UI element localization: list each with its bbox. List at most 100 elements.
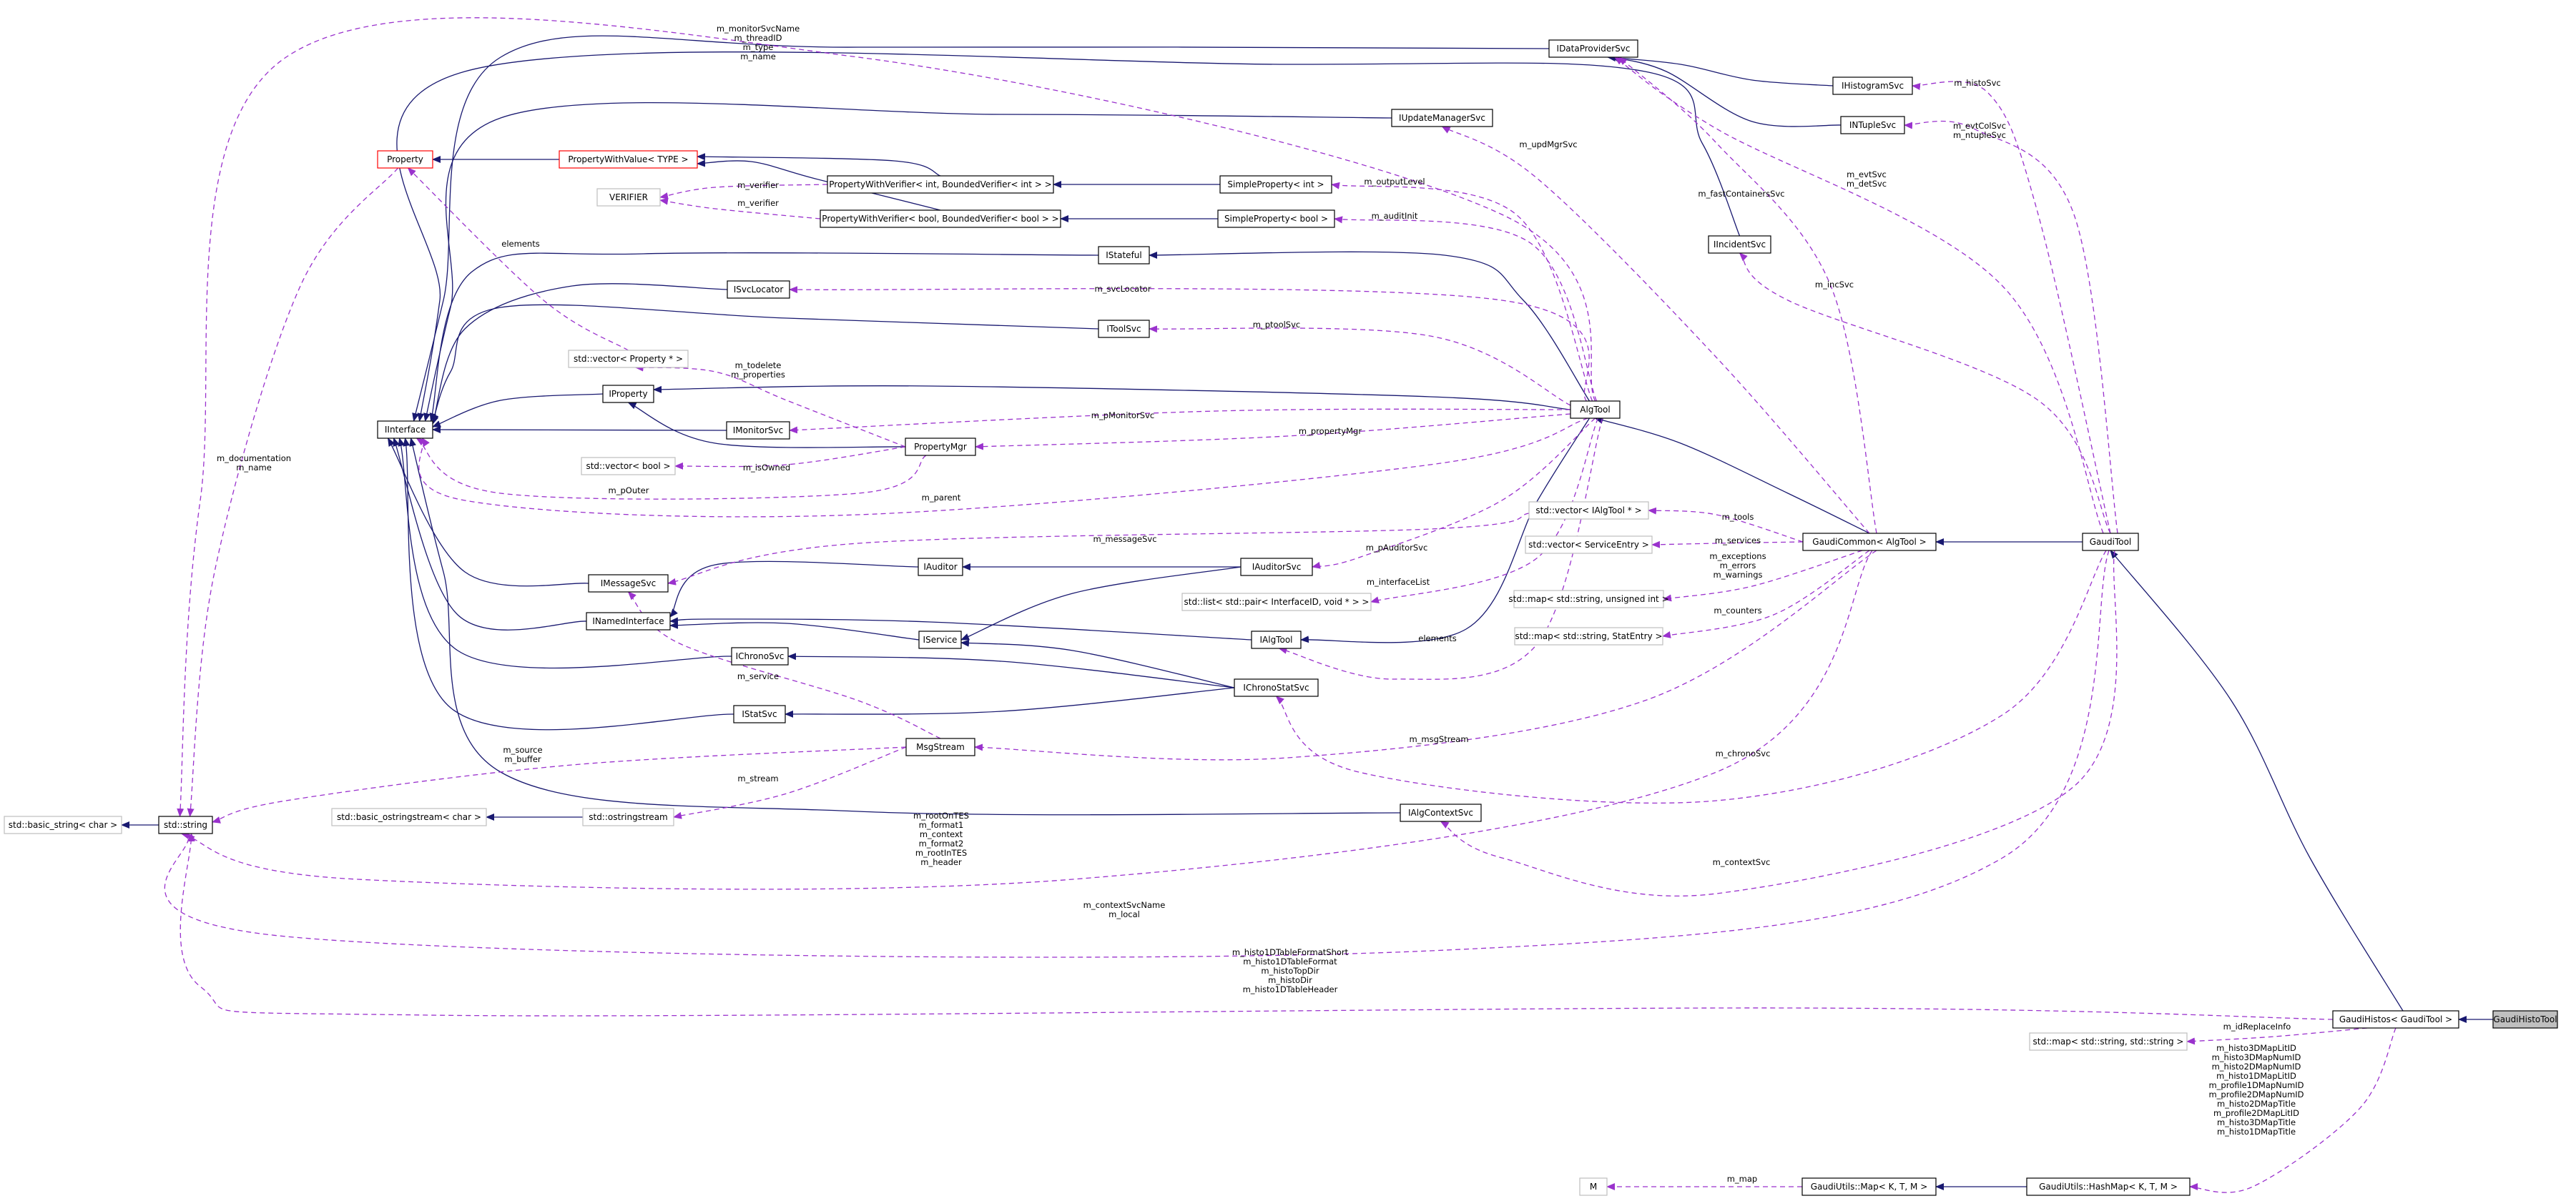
edge-usage-contextsvc [1440, 550, 2118, 896]
node-label: INTupleSvc [1849, 120, 1896, 130]
class-node-ialgcontextsvc[interactable]: IAlgContextSvc [1400, 804, 1482, 822]
class-node-ihistogramsvc[interactable]: IHistogramSvc [1832, 76, 1913, 95]
class-node-spint[interactable]: SimpleProperty< int > [1219, 175, 1332, 194]
node-box [568, 350, 689, 368]
class-node-imonitorsvc[interactable]: IMonitorSvc [726, 421, 790, 440]
edge-pwv-pwvint [697, 153, 941, 177]
node-box [588, 574, 669, 593]
edge-label-pouter: m_pOuter [609, 485, 649, 495]
class-node-idataprovidersvc[interactable]: IDataProviderSvc [1548, 39, 1638, 58]
node-label: IChronoStatSvc [1243, 683, 1309, 693]
edge-iinterface-ichronosvc [398, 438, 732, 669]
class-node-vecialgtool: std::vector< IAlgTool * > [1528, 501, 1649, 520]
edge-iinterface-inamed [393, 438, 587, 631]
class-node-gaudicommon[interactable]: GaudiCommon< AlgTool > [1802, 533, 1937, 551]
class-node-ialgtool[interactable]: IAlgTool [1251, 631, 1302, 649]
edge-usage-histo3dmap [2189, 1027, 2396, 1193]
node-label: std::map< std::string, std::string > [2033, 1037, 2184, 1047]
class-node-gauditool[interactable]: GaudiTool [2082, 533, 2139, 551]
class-node-istatsvc[interactable]: IStatSvc [733, 705, 786, 723]
node-label: std::basic_ostringstream< char > [337, 812, 481, 822]
edge-usage-documentation [187, 167, 399, 817]
class-node-istateful[interactable]: IStateful [1098, 246, 1150, 265]
edge-label-ptoolsvc: m_ptoolSvc [1253, 320, 1300, 330]
node-box [1391, 109, 1493, 127]
edge-inamed-iservice [669, 621, 920, 641]
node-box [726, 421, 790, 440]
edge-label-elements2: elements [1418, 633, 1456, 643]
node-label: IMessageSvc [601, 578, 656, 588]
class-node-verifier: VERIFIER [596, 188, 661, 207]
class-node-stdstring[interactable]: std::string [158, 816, 213, 834]
edge-usage-idreplaceinfo [2186, 1027, 2368, 1045]
node-box [1525, 535, 1653, 554]
node-label: IChronoSvc [736, 651, 785, 661]
node-box [1251, 631, 1302, 649]
node-box [1802, 533, 1937, 551]
class-node-ichronostatsvc[interactable]: IChronoStatSvc [1234, 678, 1319, 697]
class-node-inamedinterface[interactable]: INamedInterface [586, 612, 671, 631]
node-label: PropertyWithVerifier< int, BoundedVerifi… [829, 179, 1051, 189]
class-node-msgstream[interactable]: MsgStream [905, 738, 975, 756]
edge-label-idreplaceinfo: m_idReplaceInfo [2223, 1022, 2291, 1032]
class-node-pwvint[interactable]: PropertyWithVerifier< int, BoundedVerifi… [827, 175, 1054, 194]
class-node-iupdatemanagersvc[interactable]: IUpdateManagerSvc [1391, 109, 1493, 127]
edge-iinterface-itoolsvc [431, 304, 1099, 423]
edge-iinterface-istateful [429, 252, 1099, 422]
class-node-spbool[interactable]: SimpleProperty< bool > [1217, 209, 1335, 228]
node-box [1579, 1177, 1608, 1196]
class-node-pwvbool[interactable]: PropertyWithVerifier< bool, BoundedVerif… [820, 209, 1061, 228]
edge-usage-updmgrsvc [1441, 126, 1870, 534]
edge-inamed-ialgtool [669, 617, 1252, 641]
class-node-propertymgr[interactable]: PropertyMgr [905, 438, 976, 456]
class-node-iservice[interactable]: IService [918, 631, 962, 649]
node-box [2332, 1010, 2459, 1029]
edge-label-chronosvc: m_chronoSvc [1716, 748, 1771, 758]
edge-usage-fastcontainers [1618, 56, 1877, 534]
node-label: std::string [164, 820, 207, 830]
class-node-property[interactable]: Property [377, 150, 433, 169]
class-node-itoolsvc[interactable]: IToolSvc [1098, 320, 1150, 338]
class-node-iauditorsvc[interactable]: IAuditorSvc [1240, 558, 1313, 576]
edge-usage-propertymgr [975, 413, 1571, 450]
node-box [4, 816, 122, 834]
class-node-mapstr: std::map< std::string, std::string > [2029, 1032, 2188, 1051]
node-label: IService [923, 635, 958, 645]
edge-label-updmgrsvc: m_updMgrSvc [1519, 139, 1577, 149]
class-node-propertywithvalue[interactable]: PropertyWithValue< TYPE > [559, 150, 698, 169]
class-node-gaudihistos[interactable]: GaudiHistos< GaudiTool > [2332, 1010, 2459, 1029]
class-node-imessagesvc[interactable]: IMessageSvc [588, 574, 669, 593]
node-box [727, 280, 790, 299]
class-node-iauditor[interactable]: IAuditor [918, 558, 963, 576]
edge-label-stream: m_stream [737, 774, 778, 784]
class-node-vecserviceentry: std::vector< ServiceEntry > [1525, 535, 1653, 554]
class-node-gaudihistotool[interactable]: GaudiHistoTool [2492, 1010, 2558, 1029]
edge-label-svclocator: m_svcLocator [1095, 284, 1151, 294]
node-box [596, 188, 661, 207]
class-node-basicoss: std::basic_ostringstream< char > [331, 808, 487, 826]
class-node-gumap[interactable]: GaudiUtils::Map< K, T, M > [1801, 1177, 1937, 1196]
class-node-isvclocator[interactable]: ISvcLocator [727, 280, 790, 299]
node-label: PropertyWithVerifier< bool, BoundedVerif… [822, 214, 1058, 224]
edge-label-histosvc: m_histoSvc [1954, 78, 2000, 88]
edge-iinterface-iproperty [432, 393, 604, 427]
edge-usage-msgstream [974, 550, 1877, 761]
class-node-algtool[interactable]: AlgTool [1570, 400, 1621, 419]
class-node-iproperty[interactable]: IProperty [602, 385, 654, 403]
class-node-iincidentsvc[interactable]: IIncidentSvc [1708, 235, 1771, 254]
node-label: std::vector< ServiceEntry > [1528, 540, 1649, 550]
edge-ialgtool-algtool [1300, 417, 1591, 643]
node-label: GaudiUtils::HashMap< K, T, M > [2039, 1182, 2178, 1192]
class-node-guhashmap[interactable]: GaudiUtils::HashMap< K, T, M > [2026, 1177, 2191, 1196]
class-node-ichronosvc[interactable]: IChronoSvc [731, 647, 789, 666]
edge-label-services: m_services [1715, 535, 1761, 545]
class-node-iinterface[interactable]: IInterface [377, 420, 433, 439]
edge-usage-histosvc [1912, 81, 2111, 534]
class-node-intuplesvc[interactable]: INTupleSvc [1840, 116, 1905, 134]
edge-label-msgstream: m_msgStream [1409, 734, 1468, 744]
edge-inamed-iauditor [669, 560, 919, 618]
edge-pwv-pwvbool [697, 159, 941, 211]
